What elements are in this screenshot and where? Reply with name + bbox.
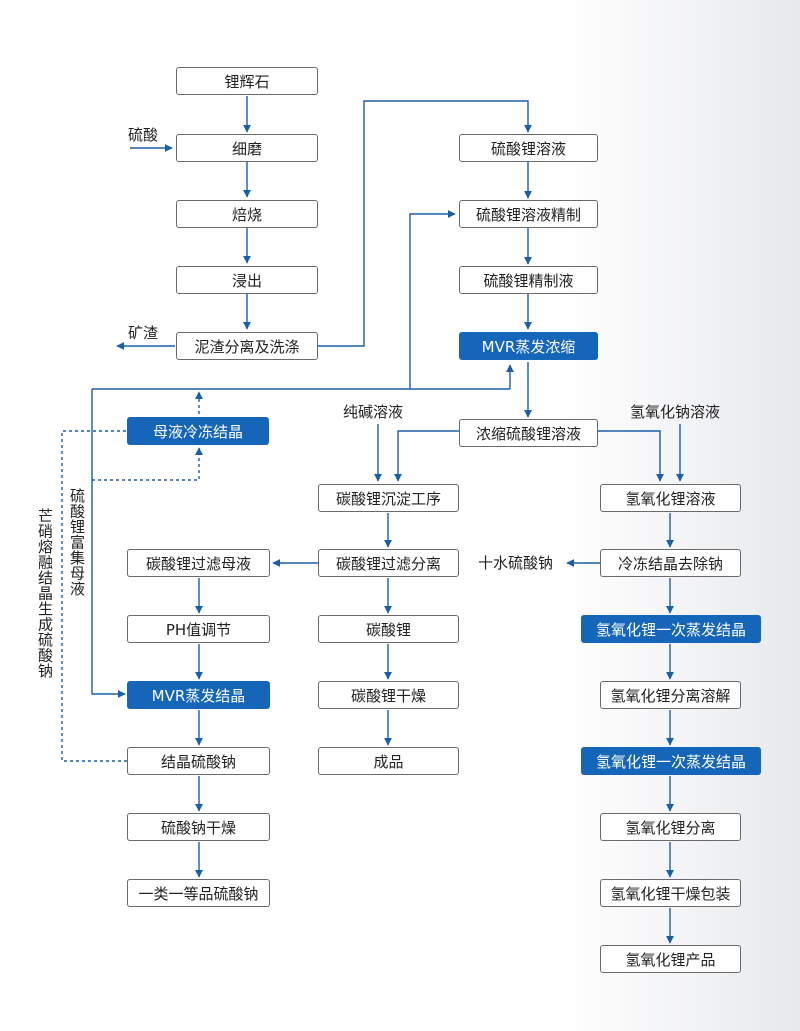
node-li2co3-filtrate: 碳酸锂过滤母液 xyxy=(127,549,270,577)
arrow-recycle-to-refining xyxy=(409,210,456,389)
node-leaching: 浸出 xyxy=(176,266,318,294)
arrow-recycle-to-mvr-crystallization xyxy=(91,389,126,698)
node-lioh-product: 氢氧化锂产品 xyxy=(600,945,741,973)
node-na2so4-grade: 一类一等品硫酸钠 xyxy=(127,879,270,907)
line-glauber-loop xyxy=(61,430,127,762)
node-lioh-drying-packing: 氢氧化锂干燥包装 xyxy=(600,879,741,907)
node-fine-grinding: 细磨 xyxy=(176,134,318,162)
node-ph-adjust: PH值调节 xyxy=(127,615,270,643)
arrow-concentrated-to-lioh xyxy=(598,430,664,482)
node-spodumene: 锂辉石 xyxy=(176,67,318,95)
node-mvr-concentration: MVR蒸发浓缩 xyxy=(459,332,598,360)
node-lioh-solution: 氢氧化锂溶液 xyxy=(600,484,741,512)
node-lioh-evap-2: 氢氧化锂一次蒸发结晶 xyxy=(581,747,761,775)
node-li2co3-drying: 碳酸锂干燥 xyxy=(318,681,459,709)
label-ore-residue: 矿渣 xyxy=(128,324,159,342)
node-residue-separation-washing: 泥渣分离及洗涤 xyxy=(176,332,318,360)
node-roasting: 焙烧 xyxy=(176,200,318,228)
node-freeze-na-removal: 冷冻结晶去除钠 xyxy=(600,549,741,577)
label-soda-ash-solution: 纯碱溶液 xyxy=(343,403,404,421)
label-glauber-melt-crystal: 芒硝熔融结晶生成硫酸钠 xyxy=(36,508,54,679)
node-lioh-evap-1: 氢氧化锂一次蒸发结晶 xyxy=(581,615,761,643)
node-mother-liquor-freeze: 母液冷冻结晶 xyxy=(127,417,269,445)
node-li2so4-refined-solution: 硫酸锂精制液 xyxy=(459,266,598,294)
label-sulfuric-acid: 硫酸 xyxy=(128,126,159,144)
node-concentrated-li2so4: 浓缩硫酸锂溶液 xyxy=(459,419,598,447)
node-crystal-na2so4: 结晶硫酸钠 xyxy=(127,747,270,775)
arrow-concentrated-to-precipitation xyxy=(394,430,459,482)
arrow-separation-to-li2so4-solution xyxy=(318,100,532,347)
node-lioh-separation-dissolution: 氢氧化锂分离溶解 xyxy=(600,681,741,709)
node-mvr-crystallization: MVR蒸发结晶 xyxy=(127,681,270,709)
node-li2co3-filter-separation: 碳酸锂过滤分离 xyxy=(318,549,459,577)
node-li2co3: 碳酸锂 xyxy=(318,615,459,643)
label-naoh-solution: 氢氧化钠溶液 xyxy=(630,403,721,421)
label-li2so4-rich-mother-liquor: 硫酸锂富集母液 xyxy=(68,488,86,597)
node-li2so4-solution: 硫酸锂溶液 xyxy=(459,134,598,162)
node-na2so4-drying: 硫酸钠干燥 xyxy=(127,813,270,841)
node-li2so4-refining: 硫酸锂溶液精制 xyxy=(459,200,598,228)
label-decahydrate-na2so4: 十水硫酸钠 xyxy=(478,554,554,572)
node-li2co3-precipitation: 碳酸锂沉淀工序 xyxy=(318,484,459,512)
node-lioh-separation: 氢氧化锂分离 xyxy=(600,813,741,841)
arrow-li2so4-rich-liquor xyxy=(92,447,203,481)
node-finished-product: 成品 xyxy=(318,747,459,775)
